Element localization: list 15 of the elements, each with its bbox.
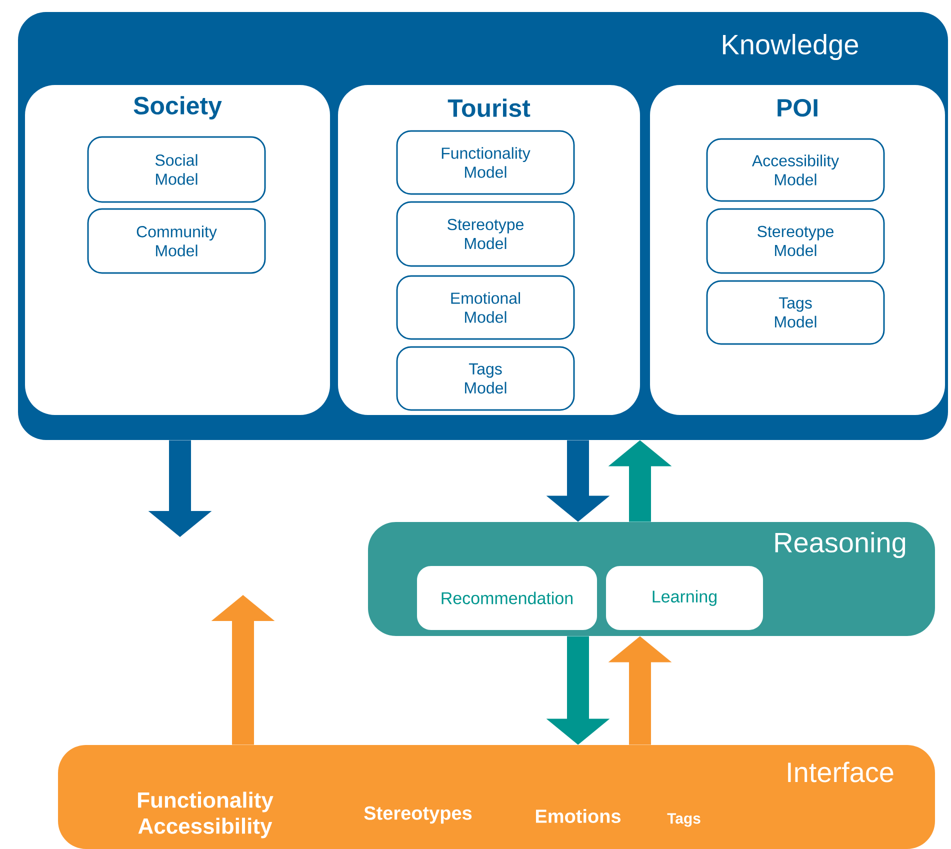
category-label: Stereotypes <box>364 806 472 824</box>
category-label: Functionality Accessibility <box>138 792 274 838</box>
model-box: Tags Model <box>396 346 575 411</box>
category-label: Emotions <box>536 809 620 823</box>
model-box: Tags Model <box>706 280 885 345</box>
model-box: Accessibility Model <box>706 138 885 202</box>
module-box: Recommendation <box>417 566 597 630</box>
model-box: Community Model <box>87 208 266 274</box>
category-label: Tags <box>667 813 700 827</box>
model-box: Stereotype Model <box>706 208 885 274</box>
model-box: Stereotype Model <box>396 201 575 267</box>
model-box: Emotional Model <box>396 275 575 340</box>
model-box: Social Model <box>87 136 266 203</box>
model-box: Functionality Model <box>396 130 575 195</box>
module-box: Learning <box>606 566 763 630</box>
